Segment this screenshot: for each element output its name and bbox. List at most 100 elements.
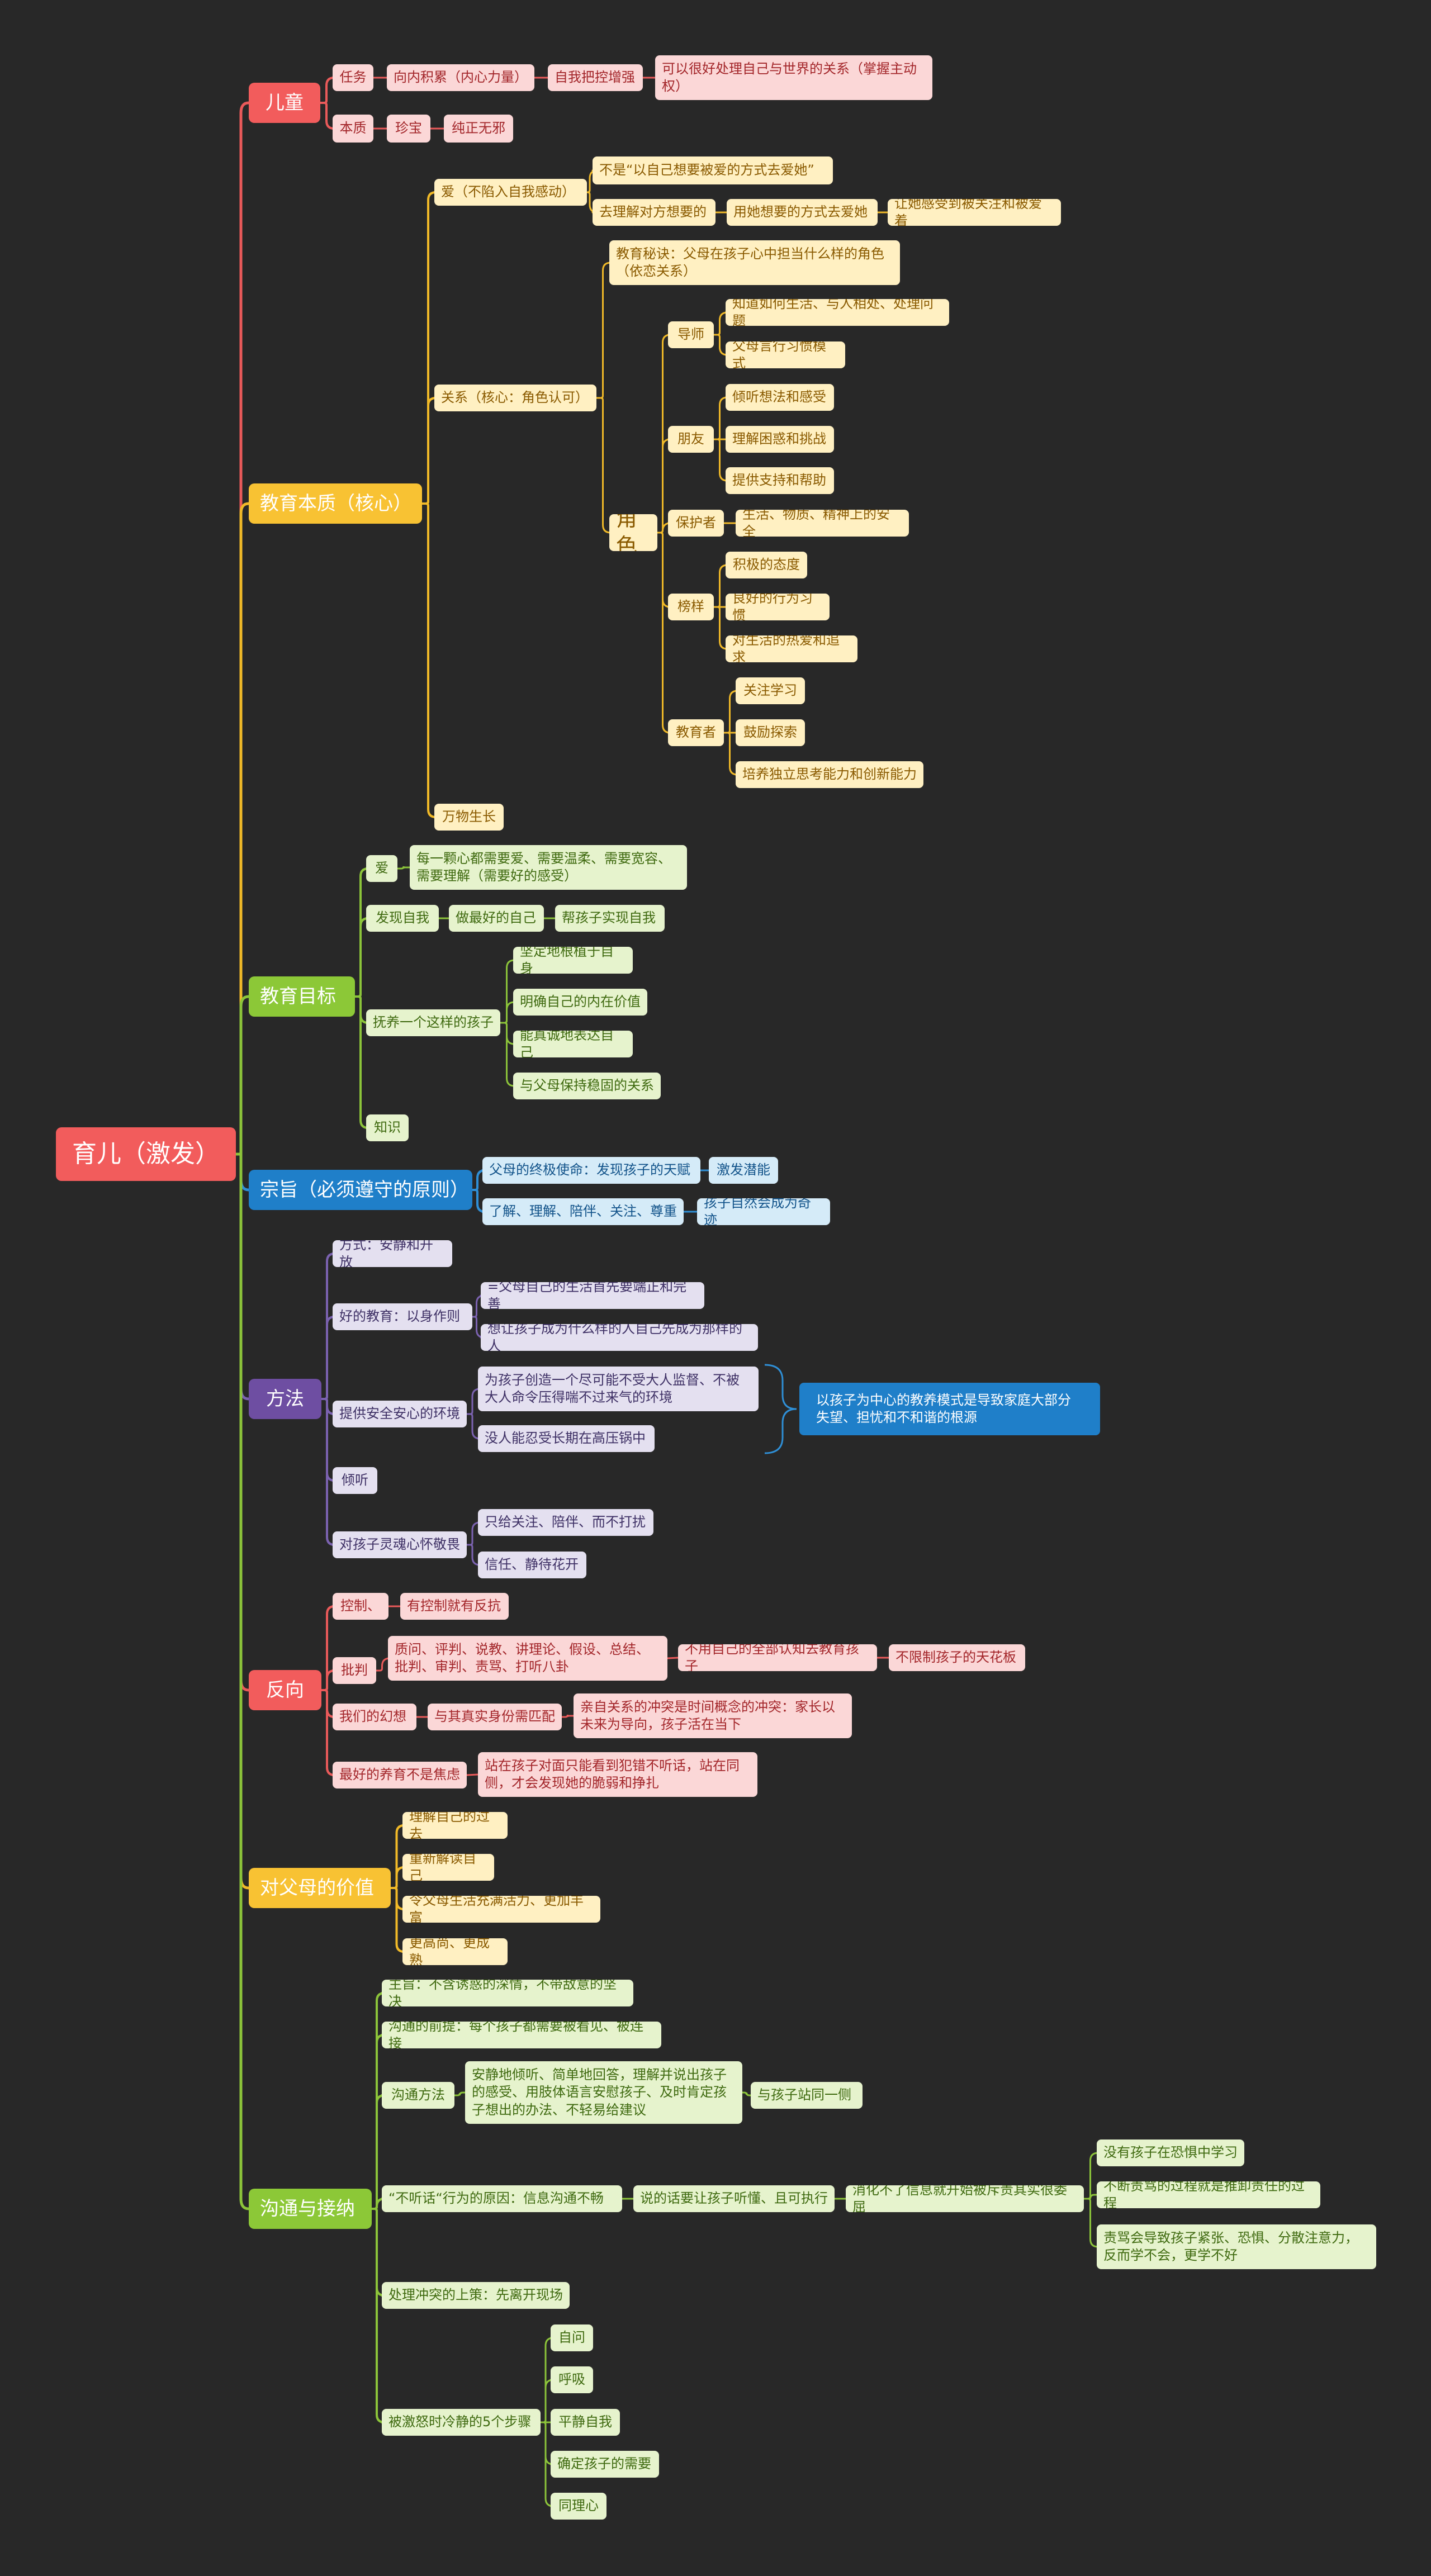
- node-c-t3[interactable]: 可以很好处理自己与世界的关系（掌握主动权）: [655, 55, 932, 100]
- node-t-car[interactable]: 了解、理解、陪伴、关注、尊重: [482, 1198, 684, 1225]
- node-e-mo1[interactable]: 积极的态度: [726, 552, 807, 578]
- node-g[interactable]: 教育目标: [249, 976, 355, 1017]
- node-e-m1[interactable]: 知道如何生活、与人相处、处理问题: [726, 299, 949, 326]
- node-m-good[interactable]: 好的教育：以身作则: [333, 1303, 472, 1330]
- node-e-gro[interactable]: 万物生长: [434, 804, 504, 831]
- node-g-kno[interactable]: 知识: [366, 1114, 409, 1141]
- node-g-s1[interactable]: 做最好的自己: [449, 905, 544, 932]
- node-k-s3[interactable]: 平静自我: [551, 2409, 620, 2436]
- node-e-love[interactable]: 爱（不陷入自我感动）: [434, 179, 587, 206]
- node-m-lis[interactable]: 倾听: [333, 1467, 377, 1494]
- node-e-mo2[interactable]: 良好的行为习惯: [726, 594, 830, 620]
- node-r-cri[interactable]: 批判: [333, 1657, 376, 1684]
- node-k-s1[interactable]: 自问: [551, 2324, 593, 2351]
- node-e-ed3[interactable]: 培养独立思考能力和创新能力: [736, 761, 923, 788]
- node-r-cr2[interactable]: 不用自己的全部认知去教育孩子: [678, 1644, 877, 1671]
- node-e-f3[interactable]: 提供支持和帮助: [726, 467, 834, 494]
- node-t-c1[interactable]: 孩子自然会成为奇迹: [697, 1198, 830, 1225]
- node-g-raise[interactable]: 抚养一个这样的孩子: [366, 1009, 500, 1036]
- node-k-s2[interactable]: 呼吸: [551, 2366, 593, 2393]
- node-k-met[interactable]: 沟通方法: [382, 2082, 454, 2109]
- node-r-a1[interactable]: 站在孩子对面只能看到犯错不听话，站在同侧，才会发现她的脆弱和挣扎: [478, 1752, 757, 1797]
- node-e-pro[interactable]: 保护者: [668, 510, 724, 537]
- node-e-men[interactable]: 导师: [668, 321, 714, 348]
- node-e-l4[interactable]: 让她感受到被关注和被爱着: [888, 199, 1061, 226]
- node-c-n2[interactable]: 纯正无邪: [444, 115, 513, 143]
- node-g-r2[interactable]: 明确自己的内在价值: [513, 989, 647, 1016]
- node-r-fan[interactable]: 我们的幻想: [333, 1704, 416, 1730]
- node-r-c1[interactable]: 有控制就有反抗: [400, 1593, 509, 1620]
- node-k-d1[interactable]: 说的话要让孩子听懂、且可执行: [633, 2185, 835, 2212]
- node-m-g1[interactable]: =父母自己的生活首先要端正和完善: [481, 1282, 704, 1309]
- node-c-n1[interactable]: 珍宝: [387, 115, 430, 143]
- node-m[interactable]: 方法: [249, 1379, 321, 1419]
- node-k-pre[interactable]: 沟通的前提：每个孩子都需要被看见、被连接: [382, 2022, 661, 2048]
- node-k-con[interactable]: 处理冲突的上策：先离开现场: [382, 2282, 570, 2309]
- node-r-cr3[interactable]: 不限制孩子的天花板: [889, 1644, 1025, 1671]
- node-e-l2[interactable]: 去理解对方想要的: [593, 199, 716, 226]
- node-e[interactable]: 教育本质（核心）: [249, 483, 422, 524]
- node-g-r1[interactable]: 坚定地根植于自身: [513, 947, 633, 974]
- node-m-s2[interactable]: 没人能忍受长期在高压锅中: [478, 1425, 655, 1452]
- node-c-task[interactable]: 任务: [333, 64, 373, 91]
- node-k-ten[interactable]: 主旨：不含诱惑的深情，不带敌意的坚决: [382, 1980, 633, 2006]
- node-g-s2[interactable]: 帮孩子实现自我: [555, 905, 665, 932]
- node-r-f1[interactable]: 与其真实身份需匹配: [428, 1704, 562, 1730]
- node-k-s5[interactable]: 同理心: [551, 2493, 606, 2520]
- node-m-s1[interactable]: 为孩子创造一个尽可能不受大人监督、不被大人命令压得喘不过来气的环境: [478, 1367, 759, 1411]
- node-k-st[interactable]: 被激怒时冷静的5个步骤: [382, 2409, 541, 2436]
- node-e-l3[interactable]: 用她想要的方式去爱她: [727, 199, 878, 226]
- node-k-s4[interactable]: 确定孩子的需要: [551, 2451, 659, 2478]
- node-g-self[interactable]: 发现自我: [366, 905, 439, 932]
- node-k-d3[interactable]: 没有孩子在恐惧中学习: [1097, 2139, 1244, 2166]
- node-r-f2[interactable]: 亲自关系的冲突是时间概念的冲突：家长以未来为导向，孩子活在当下: [574, 1693, 852, 1738]
- node-r-con[interactable]: 控制、: [333, 1593, 388, 1620]
- node-e-fri[interactable]: 朋友: [668, 426, 714, 453]
- node-m-safe[interactable]: 提供安全安心的环境: [333, 1401, 467, 1427]
- node-c-t1[interactable]: 向内积累（内心力量）: [387, 64, 534, 91]
- node-v[interactable]: 对父母的价值: [249, 1868, 391, 1908]
- node-e-edu[interactable]: 教育者: [668, 719, 724, 746]
- node-v-1[interactable]: 理解自己的过去: [402, 1812, 508, 1839]
- node-m-awe[interactable]: 对孩子灵魂心怀敬畏: [333, 1531, 467, 1558]
- node-k-d2[interactable]: 消化不了信息就开始被斥责其实很委屈: [846, 2185, 1084, 2212]
- node-t-mis[interactable]: 父母的终极使命：发现孩子的天赋: [482, 1157, 700, 1184]
- node-e-role[interactable]: 角色: [609, 514, 657, 551]
- node-r-anx[interactable]: 最好的养育不是焦虑: [333, 1762, 467, 1789]
- node-g-r4[interactable]: 与父母保持稳固的关系: [513, 1073, 661, 1099]
- node-c-t2[interactable]: 自我把控增强: [548, 64, 643, 91]
- node-v-4[interactable]: 更高尚、更成熟: [402, 1938, 508, 1965]
- node-e-rel[interactable]: 关系（核心：角色认可）: [434, 385, 596, 411]
- node-r[interactable]: 反向: [249, 1670, 321, 1710]
- node-e-ed1[interactable]: 关注学习: [736, 677, 805, 704]
- node-m-g2[interactable]: 想让孩子成为什么样的人自己先成为那样的人: [481, 1324, 758, 1351]
- node-k[interactable]: 沟通与接纳: [249, 2189, 372, 2229]
- node-v-3[interactable]: 令父母生活充满活力、更加丰富: [402, 1896, 600, 1923]
- node-k-d4[interactable]: 不断责骂的过程就是推卸责任的过程: [1097, 2181, 1320, 2208]
- node-v-2[interactable]: 重新解读自己: [402, 1854, 494, 1881]
- node-e-mo3[interactable]: 对生活的热爱和追求: [726, 635, 857, 662]
- node-k-m1[interactable]: 安静地倾听、简单地回答，理解并说出孩子的感受、用肢体语言安慰孩子、及时肯定孩子想…: [465, 2061, 742, 2124]
- node-m-sum[interactable]: 以孩子为中心的教养模式是导致家庭大部分失望、担忧和不和谐的根源: [799, 1383, 1100, 1435]
- node-e-p1[interactable]: 生活、物质、精神上的安全: [736, 510, 909, 537]
- node-m-a2[interactable]: 信任、静待花开: [478, 1552, 586, 1578]
- node-k-d5[interactable]: 责骂会导致孩子紧张、恐惧、分散注意力，反而学不会，更学不好: [1097, 2224, 1376, 2269]
- node-e-f1[interactable]: 倾听想法和感受: [726, 384, 834, 411]
- node-g-r3[interactable]: 能真诚地表达自己: [513, 1031, 633, 1057]
- node-k-m2[interactable]: 与孩子站同一侧: [751, 2082, 863, 2109]
- node-e-m2[interactable]: 父母言行习惯模式: [726, 341, 845, 368]
- node-m-a1[interactable]: 只给关注、陪伴、而不打扰: [478, 1509, 653, 1536]
- node-e-l1[interactable]: 不是“以自己想要被爱的方式去爱她”: [593, 156, 833, 184]
- node-r-cr1[interactable]: 质问、评判、说教、讲理论、假设、总结、批判、审判、责骂、打听八卦: [388, 1636, 667, 1681]
- node-c-nat[interactable]: 本质: [333, 115, 373, 143]
- node-e-f2[interactable]: 理解困惑和挑战: [726, 426, 834, 453]
- node-e-mod[interactable]: 榜样: [668, 594, 714, 620]
- node-c[interactable]: 儿童: [249, 83, 320, 123]
- node-t-m1[interactable]: 激发潜能: [709, 1157, 778, 1184]
- node-m-man[interactable]: 方式：安静和开放: [333, 1240, 452, 1267]
- node-g-lo1[interactable]: 每一颗心都需要爱、需要温柔、需要宽容、需要理解（需要好的感受）: [410, 845, 687, 890]
- node-root[interactable]: 育儿（激发）: [56, 1127, 236, 1181]
- node-e-sec[interactable]: 教育秘诀：父母在孩子心中担当什么样的角色（依恋关系）: [609, 240, 900, 285]
- node-t[interactable]: 宗旨（必须遵守的原则）: [249, 1170, 472, 1210]
- node-g-love[interactable]: 爱: [366, 855, 397, 882]
